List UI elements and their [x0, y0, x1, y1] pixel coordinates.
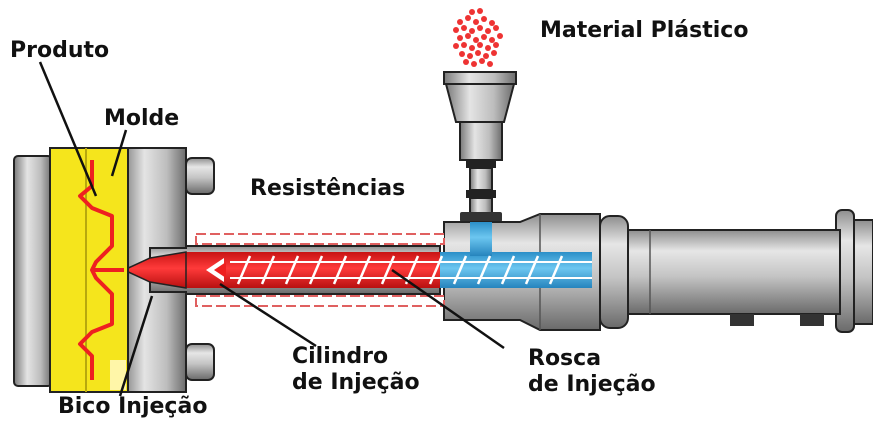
label-bico-injecao: Bico Injeção: [58, 394, 208, 419]
label-rosca-de-injecao: Rosca de Injeção: [528, 346, 656, 398]
fixed-platen: [121, 147, 215, 393]
hopper: [443, 8, 517, 222]
plastic-pellets: [453, 8, 503, 67]
product-part: [78, 160, 124, 380]
label-rosca-line2: de Injeção: [528, 372, 656, 397]
label-cilindro-de-injecao: Cilindro de Injeção: [292, 344, 420, 396]
label-produto: Produto: [10, 38, 110, 63]
label-cilindro-line1: Cilindro: [292, 344, 389, 369]
drive-housing: [599, 209, 873, 333]
label-material-plastico: Material Plástico: [540, 18, 749, 43]
label-cilindro-line2: de Injeção: [292, 370, 420, 395]
label-molde: Molde: [104, 106, 180, 131]
label-rosca-line1: Rosca: [528, 346, 602, 371]
label-resistencias: Resistências: [250, 176, 406, 201]
leader-lines: [38, 61, 505, 397]
heater-bands: [195, 233, 445, 307]
